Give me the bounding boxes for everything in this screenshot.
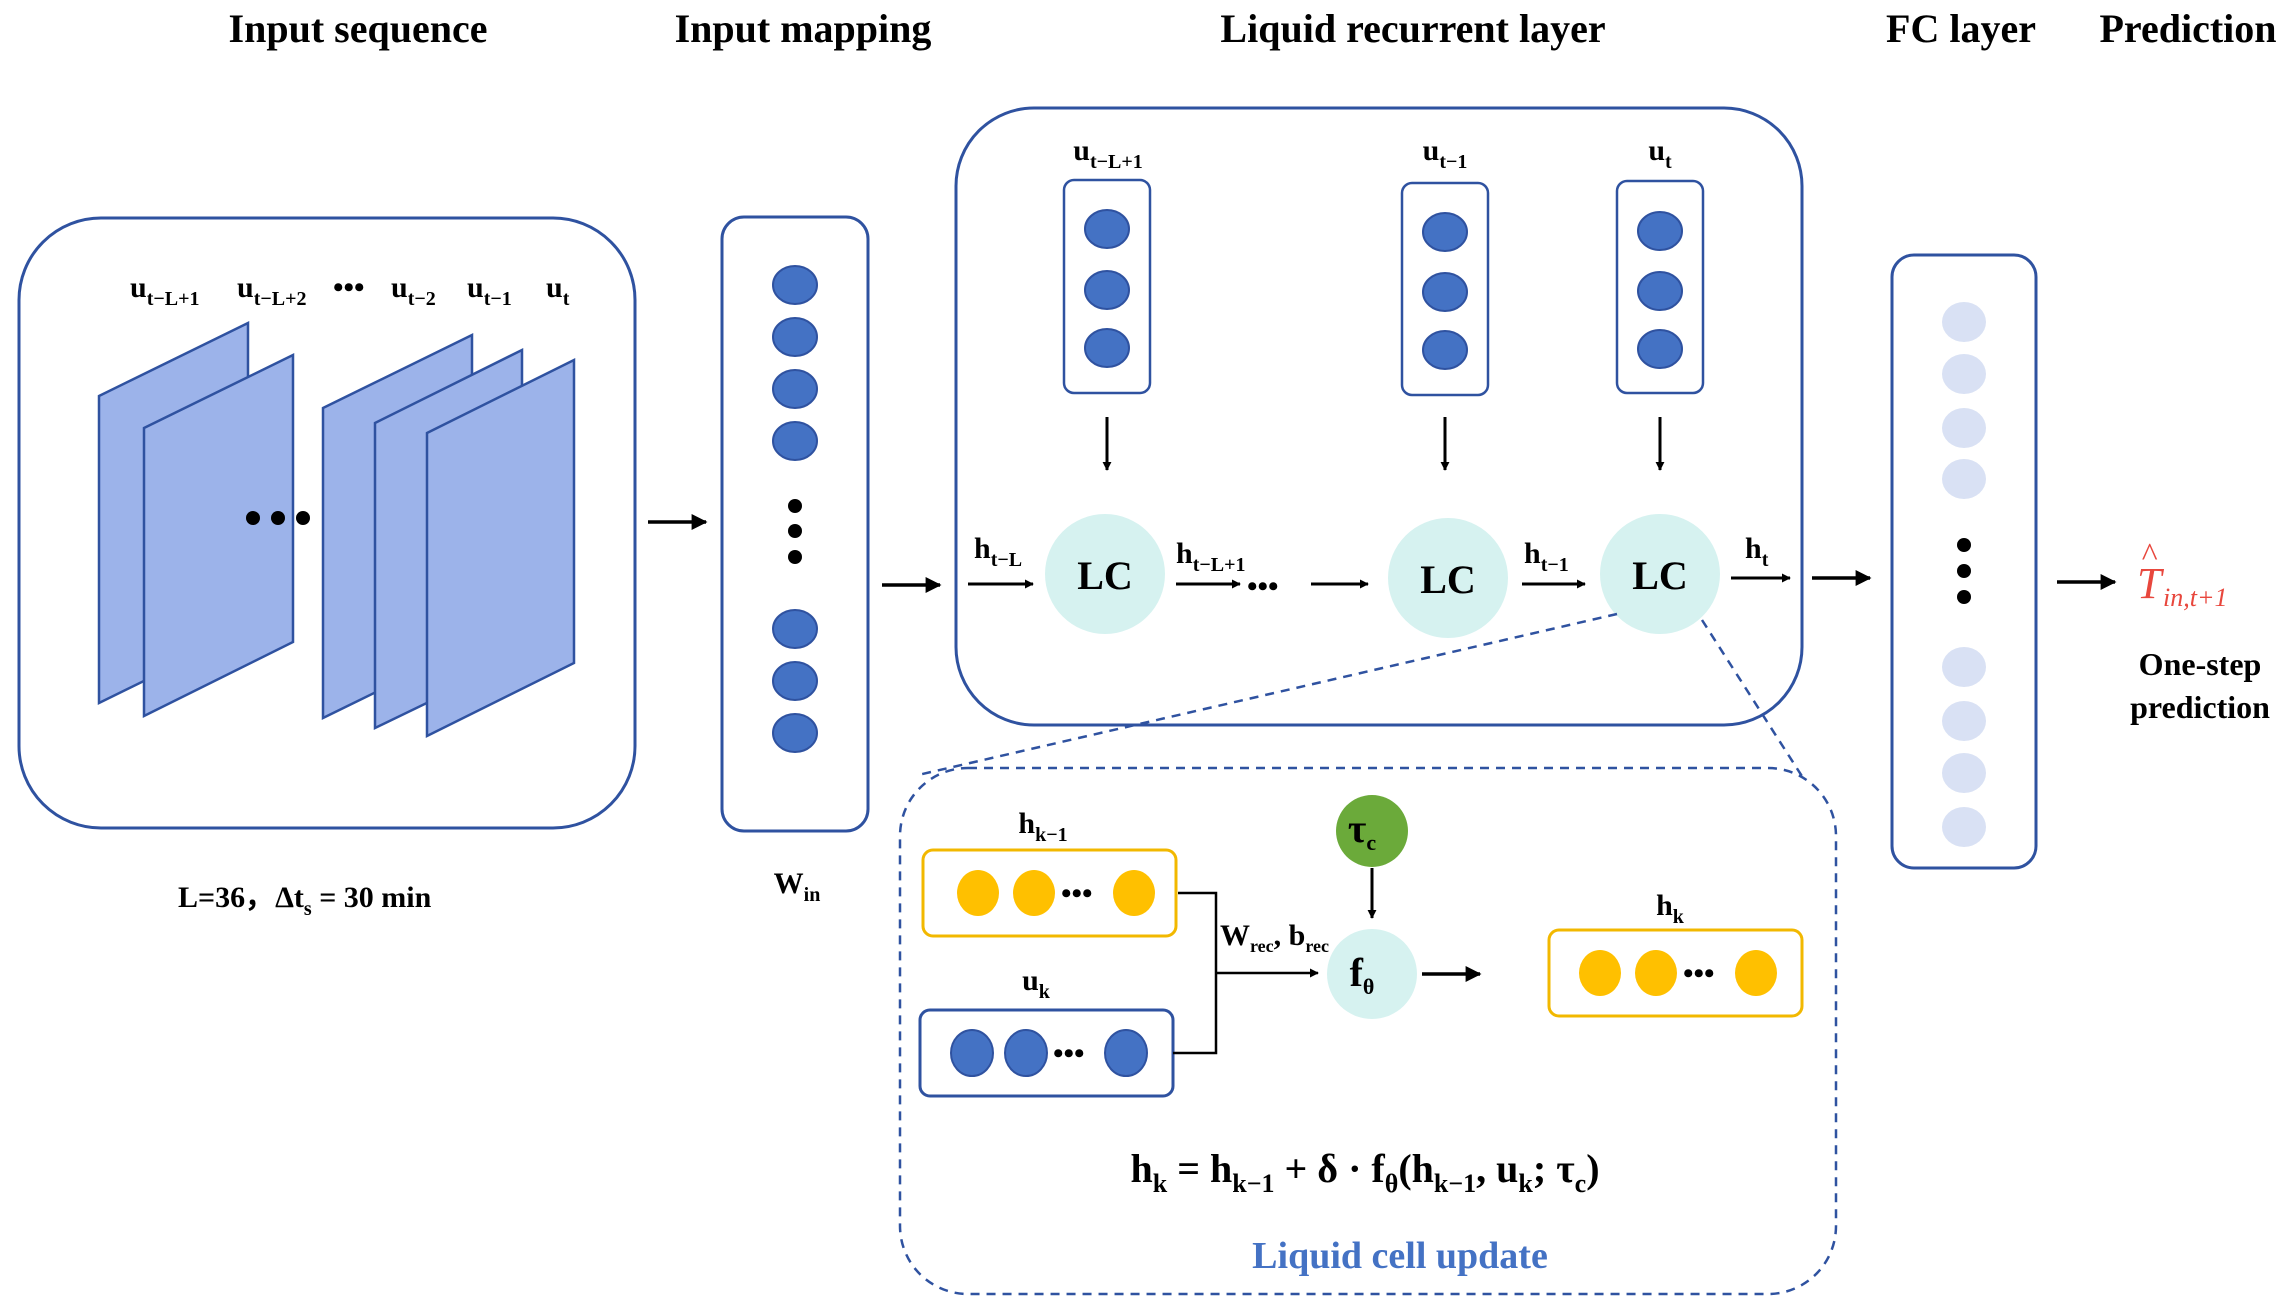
frame-2 (142, 352, 295, 719)
equation-term: + δ · f (1275, 1146, 1386, 1191)
equation-term: = h (1167, 1146, 1232, 1191)
equation-term: , u (1476, 1146, 1518, 1191)
lc-cell-1 (1045, 514, 1165, 634)
input-down-arrows (1102, 417, 1665, 471)
heading-fc-layer: FC layer (1886, 6, 2036, 51)
equation-term: ) (1586, 1146, 1599, 1191)
prediction-caption-line2: prediction (2130, 689, 2270, 725)
mapping-nodes (772, 265, 818, 753)
equation-subscript: k−1 (1232, 1169, 1274, 1198)
input-mapping-box (720, 215, 870, 833)
equation-term: ; τ (1533, 1146, 1575, 1191)
hidden-label-4: ht (1745, 532, 1769, 571)
hidden-label-2: ht−L+1 (1176, 537, 1245, 576)
hidden-arrows (968, 573, 1791, 589)
hidden-ellipsis: ••• (1247, 570, 1279, 603)
frame-5 (425, 357, 576, 739)
input-label-3: ut (1648, 134, 1672, 173)
heading-liquid-recurrent-layer: Liquid recurrent layer (1220, 6, 1605, 51)
lc-label-1: LC (1077, 553, 1133, 598)
cell-connectors (1173, 891, 1319, 1055)
equation-subscript: k−1 (1434, 1169, 1476, 1198)
equation-subscript: k (1153, 1169, 1168, 1198)
update-equation: hk = hk−1 + δ · fθ(hk−1, uk; τc) (1130, 1146, 1599, 1198)
sequence-caption: L=36，Δts = 30 min (178, 881, 432, 920)
tau-label: τc (1348, 806, 1376, 855)
cell-input-nodes (950, 1029, 1148, 1077)
lc-cells: LC LC LC (1045, 514, 1720, 638)
frame-label-4: ut−1 (467, 271, 512, 310)
frame-label-5: ut (546, 271, 570, 310)
frames-ellipsis (246, 511, 310, 525)
equation-term: (h (1398, 1146, 1434, 1191)
prev-hidden-label: hk−1 (1018, 807, 1067, 846)
lc-cell-3 (1600, 514, 1720, 634)
fc-ellipsis (1957, 538, 1971, 604)
frame-label-row: ut−L+1 ut−L+2 ••• ut−2 ut−1 ut (130, 271, 570, 310)
heading-input-mapping: Input mapping (675, 6, 932, 51)
output-hidden-vector (1547, 928, 1804, 1018)
output-hidden-label: hk (1656, 889, 1685, 928)
frame-label-2: ut−L+2 (237, 271, 306, 310)
prev-hidden-vector (921, 848, 1178, 938)
fc-layer-box (1890, 253, 2038, 870)
fc-nodes (1942, 302, 1986, 847)
frame-label-1: ut−L+1 (130, 271, 199, 310)
equation-subscript: c (1575, 1169, 1587, 1198)
lc-label-3: LC (1632, 553, 1688, 598)
prediction-target: T ^ in,t+1 (2137, 537, 2228, 612)
target-hat: ^ (2141, 537, 2158, 574)
lc-label-2: LC (1420, 557, 1476, 602)
hidden-labels: ht−L ht−L+1 ht−1 ht (974, 532, 1769, 576)
frame-label-3: ut−2 (391, 271, 436, 310)
heading-prediction: Prediction (2099, 6, 2276, 51)
input-frames (97, 320, 576, 739)
prev-hidden-ellipsis: ••• (1061, 877, 1093, 910)
recurrent-inputs: ut−L+1 ut−1 ut (1062, 134, 1705, 397)
target-subscript: in,t+1 (2163, 583, 2228, 612)
frame-label-ellipsis: ••• (333, 271, 365, 304)
cell-input-ellipsis: ••• (1053, 1037, 1085, 1070)
weights-label: Wrec, brec (1220, 919, 1329, 956)
input-label-2: ut−1 (1423, 134, 1468, 173)
output-hidden-nodes (1579, 950, 1777, 996)
cell-input-label: uk (1022, 964, 1051, 1003)
equation-subscript: θ (1385, 1169, 1399, 1198)
prev-hidden-nodes (957, 870, 1155, 916)
mapping-weight-label: Win (774, 867, 821, 906)
equation-subscript: k (1518, 1169, 1533, 1198)
hidden-label-1: ht−L (974, 532, 1022, 571)
f-theta-label: fθ (1350, 950, 1375, 999)
input-label-1: ut−L+1 (1073, 134, 1142, 173)
lc-cell-2 (1388, 518, 1508, 638)
tau-node (1336, 795, 1408, 867)
liquid-cell-title: Liquid cell update (1252, 1235, 1548, 1277)
target-symbol: T (2137, 559, 2165, 608)
equation-term: h (1130, 1146, 1152, 1191)
mapping-ellipsis (788, 499, 802, 564)
hidden-label-3: ht−1 (1524, 537, 1569, 576)
f-theta-node (1327, 929, 1417, 1019)
recurrent-layer-box (954, 106, 1804, 727)
prediction-caption-line1: One-step (2139, 646, 2262, 682)
heading-input-sequence: Input sequence (229, 6, 488, 51)
output-hidden-ellipsis: ••• (1683, 957, 1715, 990)
input-sequence-box (17, 216, 637, 830)
